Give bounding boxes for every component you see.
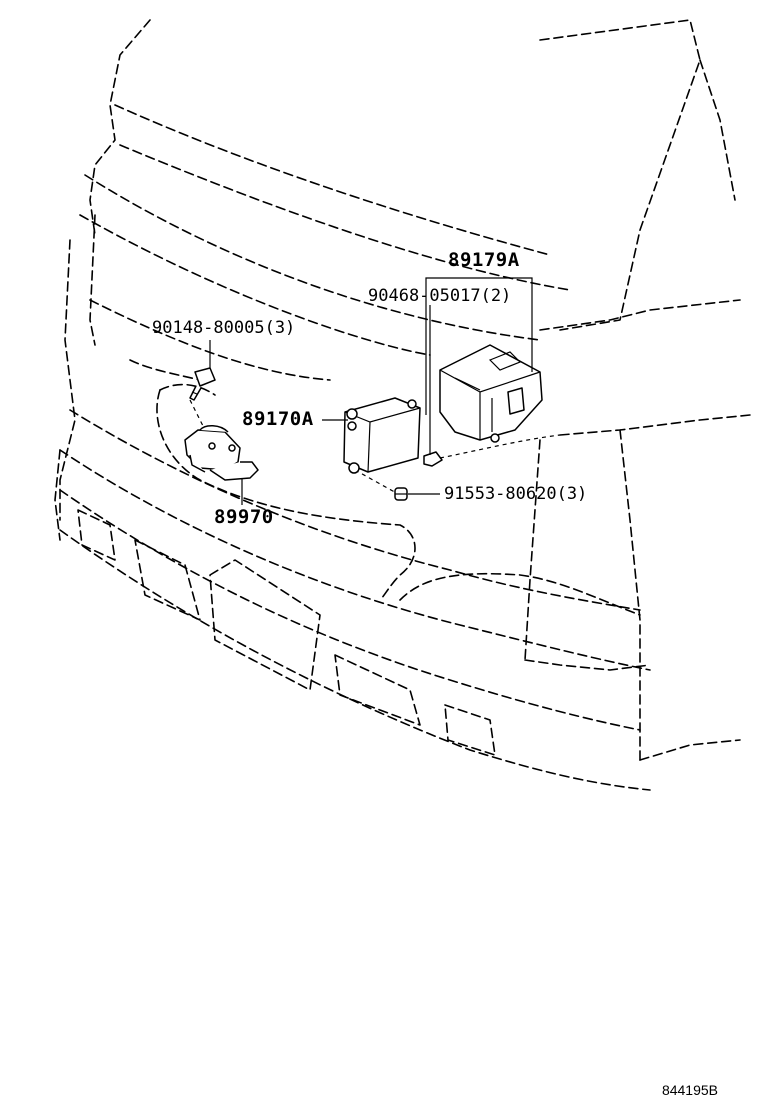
bumper-upper bbox=[59, 449, 651, 671]
license-plate bbox=[209, 559, 321, 691]
relay-bolt-icon bbox=[423, 451, 443, 467]
bumper-top bbox=[69, 409, 641, 611]
bolt-hidden-line bbox=[189, 399, 206, 431]
fender-edge bbox=[524, 439, 541, 661]
vent-right bbox=[334, 654, 421, 726]
grille-top bbox=[159, 383, 216, 396]
label-relay-assy: 89179A bbox=[448, 249, 520, 271]
front-face-upper bbox=[84, 174, 541, 341]
side-panel-line bbox=[559, 414, 751, 436]
label-bracket: 89970 bbox=[214, 506, 274, 528]
roof-edge bbox=[114, 104, 551, 256]
front-side-line bbox=[524, 659, 651, 671]
relay-hidden-line bbox=[439, 434, 561, 459]
headlamp-area bbox=[399, 572, 641, 616]
bumper-left-end bbox=[54, 449, 61, 541]
bumper-bottom bbox=[59, 529, 651, 791]
front-face-mid bbox=[79, 214, 431, 356]
fog-lamp-right bbox=[444, 704, 496, 756]
sensor-module-icon bbox=[343, 397, 421, 474]
fender-front bbox=[619, 429, 641, 761]
illustration-code: 844195B bbox=[661, 1082, 718, 1098]
bracket-icon bbox=[184, 425, 259, 481]
a-pillar bbox=[699, 59, 736, 201]
sensor-nut-hidden-line bbox=[354, 469, 401, 496]
fog-lamp-left bbox=[77, 509, 116, 561]
nut-icon bbox=[394, 487, 408, 501]
grille-shape bbox=[156, 389, 416, 601]
grille-left bbox=[59, 239, 76, 521]
vent-left bbox=[134, 539, 201, 621]
wheel-arch bbox=[639, 739, 741, 761]
relay-module-icon bbox=[439, 344, 543, 443]
leader-relay-bracket bbox=[425, 277, 533, 415]
bumper-front bbox=[59, 489, 641, 731]
side-panel-top bbox=[539, 299, 741, 331]
cab-right-edge bbox=[539, 19, 701, 331]
grille-lower bbox=[129, 359, 201, 381]
cab-roof-outline bbox=[89, 19, 151, 236]
grille-left-inner bbox=[89, 214, 96, 346]
label-bracket-bolt: 90148-80005(3) bbox=[152, 318, 296, 338]
label-nut: 91553-80620(3) bbox=[444, 484, 588, 504]
label-sensor-assy: 89170A bbox=[242, 408, 314, 430]
front-face-line2 bbox=[89, 299, 331, 381]
label-relay-bolt: 90468-05017(2) bbox=[368, 286, 512, 306]
windshield-top bbox=[119, 144, 571, 291]
bolt-icon bbox=[189, 367, 216, 401]
